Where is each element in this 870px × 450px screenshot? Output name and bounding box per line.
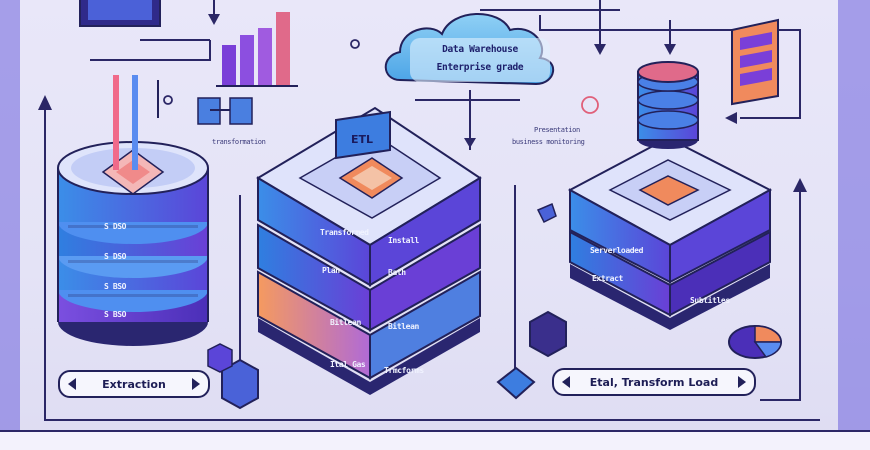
arrow-icon — [594, 44, 606, 55]
connector-lines — [44, 0, 820, 421]
right-cap-icon — [738, 376, 746, 388]
caption-monitoring: business monitoring — [512, 138, 585, 146]
left-tier-label: S BSO — [104, 282, 127, 291]
database-icon — [637, 61, 699, 149]
extraction-label: Extraction — [58, 370, 210, 398]
mid-tier-label: Bitlean — [330, 318, 361, 327]
right-tier-label: Extract — [592, 274, 623, 283]
pie-chart-icon — [728, 325, 782, 359]
left-tier-label: S BSO — [104, 310, 127, 319]
cloud-subtitle: Enterprise grade — [436, 62, 524, 73]
middle-server-icon — [256, 106, 482, 395]
server-stack-icon — [197, 97, 253, 125]
gear-icon — [163, 39, 599, 114]
extraction-text: Extraction — [102, 377, 166, 391]
arrow-icon — [464, 138, 476, 148]
arrow-heads — [38, 14, 807, 192]
caption-presentation: Presentation — [534, 126, 580, 134]
right-tier-label: Serverloaded — [590, 246, 643, 255]
bottom-bar — [0, 430, 870, 450]
mid-tier-label: Ital Gas — [330, 360, 366, 369]
left-tier-label: S DSO — [104, 252, 127, 261]
cloud-title: Data Warehouse — [442, 44, 518, 55]
arrow-icon — [664, 44, 676, 55]
mid-tier-label-right: Bath — [388, 268, 406, 277]
arrow-icon — [38, 95, 52, 110]
arrow-icon — [208, 14, 220, 25]
right-tier-label: Subtitles — [690, 296, 730, 305]
cloud-icon — [384, 13, 555, 86]
left-tier-label: S DSO — [104, 222, 127, 231]
right-server-icon — [567, 61, 773, 330]
left-cap-icon — [562, 376, 570, 388]
caption-transformation: transformation — [212, 138, 266, 146]
mid-tier-label: Transformed — [320, 228, 369, 237]
etl-pipeline-label: Etal, Transform Load — [552, 368, 756, 396]
left-edge-band — [0, 0, 20, 450]
etl-pipeline-text: Etal, Transform Load — [589, 375, 719, 389]
database-icon — [57, 75, 209, 346]
arrow-icon — [793, 178, 807, 192]
document-panel-icon — [731, 18, 779, 106]
mid-tier-label-right: Bitlean — [388, 322, 419, 331]
pin-icon — [157, 80, 230, 118]
bar-chart-icon — [216, 12, 298, 87]
monitor-icon — [79, 0, 161, 27]
right-cap-icon — [192, 378, 200, 390]
mid-tier-label-right: Install — [388, 236, 419, 245]
left-cap-icon — [68, 378, 76, 390]
mid-tier-label-right: Trmcforms — [384, 366, 424, 375]
mid-tier-label: Plan — [322, 266, 340, 275]
arrow-icon — [725, 112, 737, 124]
right-edge-band — [838, 0, 870, 450]
cube-icon — [207, 202, 567, 410]
etl-tag: ETL — [350, 133, 374, 146]
